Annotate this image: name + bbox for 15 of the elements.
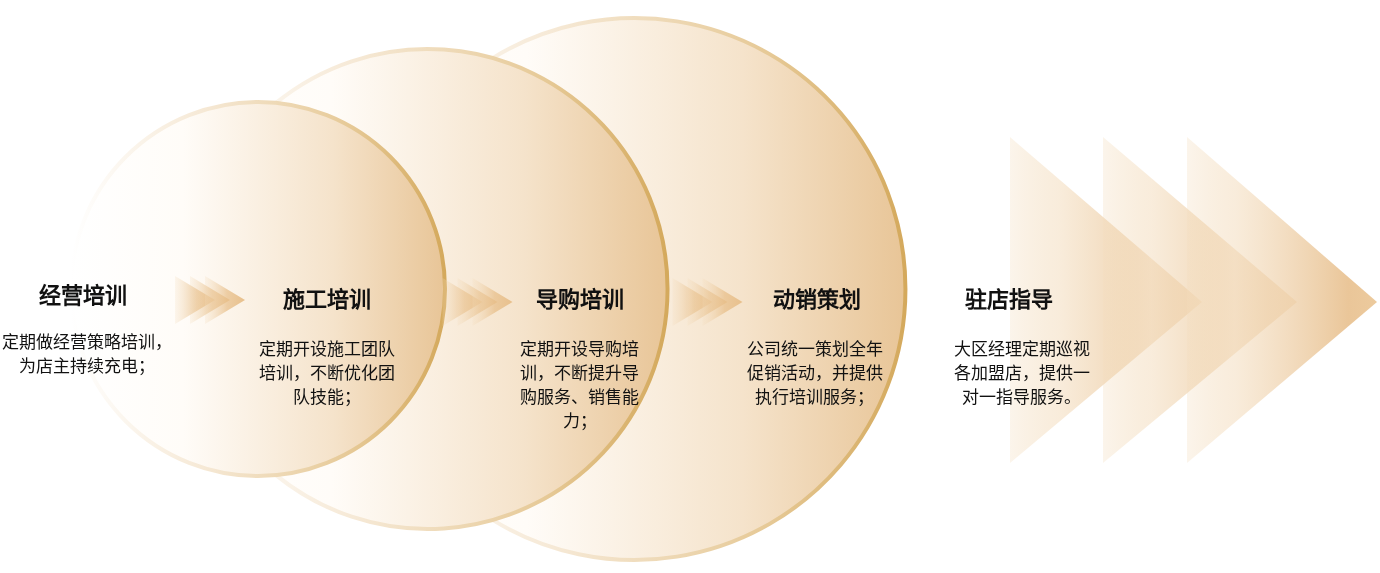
step-title: 导购培训 [536, 287, 624, 313]
step-crescent [492, 16, 907, 562]
chevron-arrow [442, 278, 513, 326]
step-description: 大区经理定期巡视各加盟店，提供一对一指导服务。 [953, 339, 1091, 409]
step-crescent [276, 47, 670, 531]
step-description: 定期开设导购培训，不断提升导购服务、销售能力； [519, 339, 641, 433]
step-description: 公司统一策划全年促销活动，并提供执行培训服务； [746, 339, 884, 409]
chevron-arrow [175, 276, 245, 324]
step-title: 驻店指导 [965, 287, 1053, 313]
step-description: 定期做经营策略培训，为店主持续充电； [1, 332, 173, 378]
chevron-arrow [672, 278, 743, 326]
step-title: 动销策划 [773, 287, 861, 313]
step-title: 经营培训 [39, 283, 127, 309]
step-title: 施工培训 [283, 287, 371, 313]
step-description: 定期开设施工团队培训，不断优化团队技能； [258, 339, 396, 409]
